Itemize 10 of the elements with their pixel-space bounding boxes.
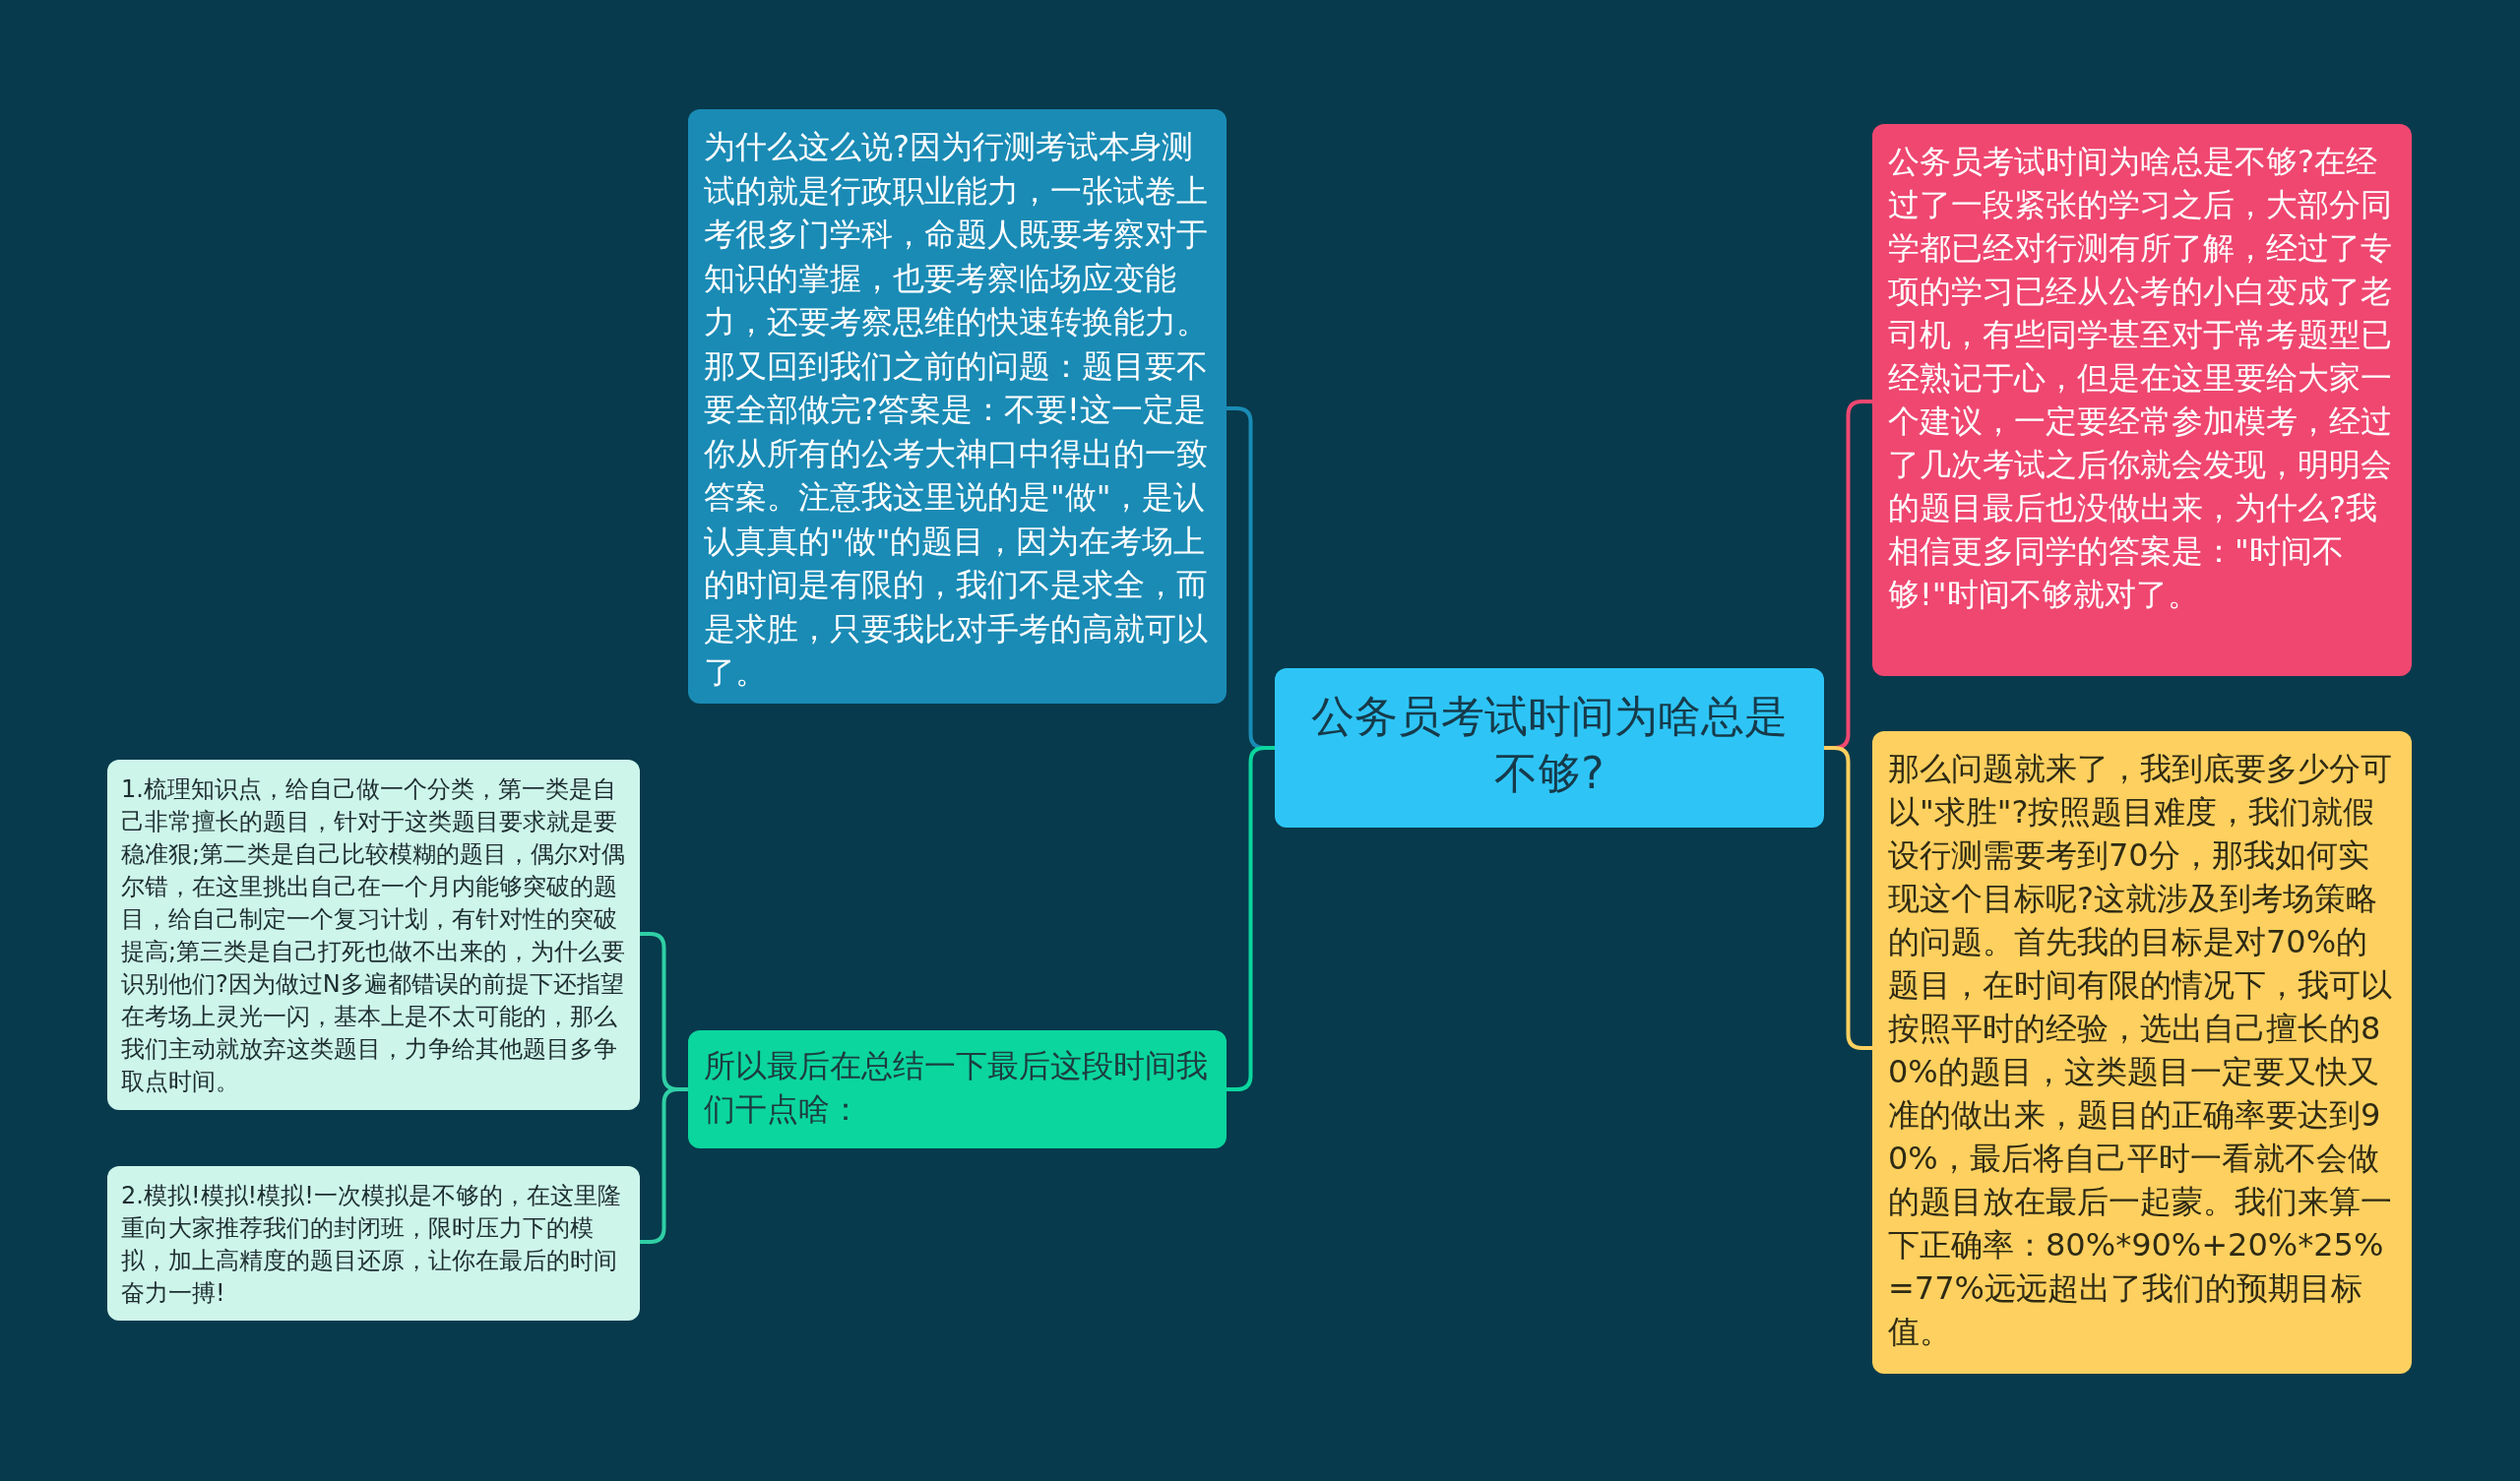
topic-box: 那么问题就来了，我到底要多少分可以"求胜"?按照题目难度，我们就假设行测需要考到70分，那我如何实现这个目标呢?这就涉及到考场策略的问题。首先我的目标是对70%的题目，在时间有限的情况下，我可以按照平时的经验，选出自己擅长的80%的题目，这类题目一定要又快又准的做出来，题目的正确率要达到90%，最后将自己平时一看就不会做的题目放在最后一起蒙。我们来算一下正确率：80%*90%+20%*25%=77%远远超出了我们的预期目标值。 <box>1872 731 2412 1374</box>
topic-box: 所以最后在总结一下最后这段时间我们干点啥： <box>688 1030 1227 1148</box>
topic-box: 公务员考试时间为啥总是不够?在经过了一段紧张的学习之后，大部分同学都已经对行测有所了解，经过了专项的学习已经从公考的小白变成了老司机，有些同学甚至对于常考题型已经熟记于心，但是在这里要给大家一个建议，一定要经常参加模考，经过了几次考试之后你就会发现，明明会的题目最后也没做出来，为什么?我相信更多同学的答案是："时间不够!"时间不够就对了。 <box>1872 124 2412 676</box>
central-topic-box: 公务员考试时间为啥总是不够? <box>1275 668 1824 828</box>
subtopic-box: 2.模拟!模拟!模拟!一次模拟是不够的，在这里隆重向大家推荐我们的封闭班，限时压力下的模拟，加上高精度的题目还原，让你在最后的时间奋力一搏! <box>107 1166 640 1321</box>
connector-line <box>640 1087 688 1244</box>
connector-line <box>1824 746 1872 1050</box>
subtopic-box: 1.梳理知识点，给自己做一个分类，第一类是自己非常擅长的题目，针对于这类题目要求就是要稳准狠;第二类是自己比较模糊的题目，偶尔对偶尔错，在这里挑出自己在一个月内能够突破的题目，给自己制定一个复习计划，有针对性的突破提高;第三类是自己打死也做不出来的，为什么要识别他们?因为做过N多遍都错误的前提下还指望在考场上灵光一闪，基本上是不太可能的，那么我们主动就放弃这类题目，力争给其他题目多争取点时间。 <box>107 760 640 1110</box>
connector-line <box>1227 746 1275 1091</box>
topic-box: 为什么这么说?因为行测考试本身测试的就是行政职业能力，一张试卷上考很多门学科，命题人既要考察对于知识的掌握，也要考察临场应变能力，还要考察思维的快速转换能力。那又回到我们之前的问题：题目要不要全部做完?答案是：不要!这一定是你从所有的公考大神口中得出的一致答案。注意我这里说的是"做"，是认认真真的"做"的题目，因为在考场上的时间是有限的，我们不是求全，而是求胜，只要我比对手考的高就可以了。 <box>688 109 1227 704</box>
